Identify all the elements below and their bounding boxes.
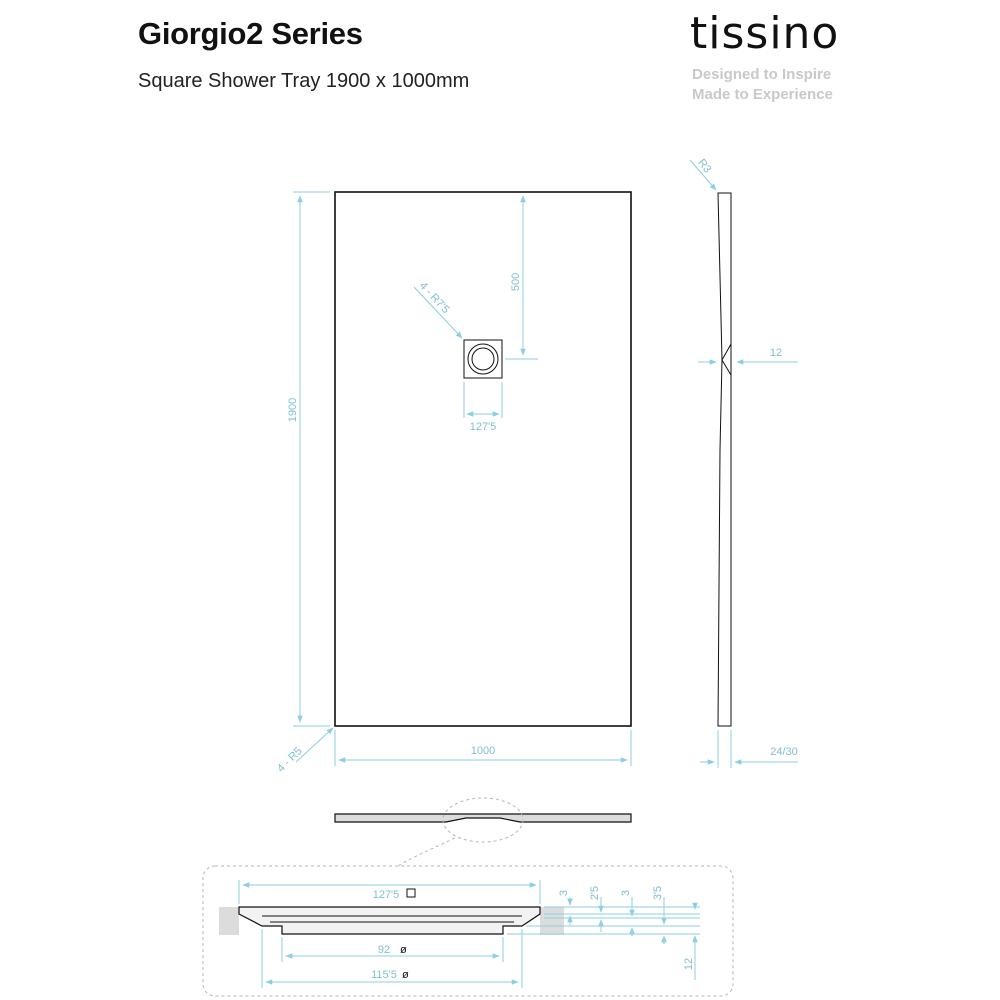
diameter-symbol-icon-2: ø	[402, 969, 409, 981]
detail-top-width-label: 127'5	[373, 889, 400, 901]
detail-bottom-diameter-label: 92	[378, 944, 390, 956]
detail-dim-2-5: 2'5	[589, 886, 601, 900]
edge-height-label: 24/30	[770, 746, 798, 758]
detail-dim-3b: 3	[620, 890, 632, 896]
detail-dim-3-5: 3'5	[652, 886, 664, 900]
length-label: 1900	[287, 398, 299, 422]
detail-mid-diameter-label: 115'5	[371, 969, 397, 981]
side-view: R3 12 24/30	[689, 157, 798, 768]
corner-radius-label: 4 - R5	[275, 745, 305, 775]
brand-logo: tissino	[690, 8, 839, 58]
tagline-inspire: Designed to Inspire	[692, 66, 832, 83]
drain-offset-label: 500	[510, 273, 522, 291]
brand-logo-text: tissino	[690, 8, 839, 58]
width-label: 1000	[471, 745, 495, 757]
detail-view: 127'5 92 ø 115'5 ø 3 2'5 3 3'5	[202, 865, 734, 997]
section-view	[334, 797, 632, 867]
square-symbol-icon	[406, 888, 416, 898]
tray-outline	[334, 191, 632, 727]
page-subtitle: Square Shower Tray 1900 x 1000mm	[138, 70, 470, 92]
drain-square	[463, 339, 503, 379]
drain-size-label: 127'5	[470, 421, 497, 433]
drain-depth-label: 12	[770, 347, 782, 359]
edge-radius-label: R3	[695, 157, 713, 175]
page-title: Giorgio2 Series	[138, 16, 363, 51]
drain-radius-label: 4 - R7'5	[417, 280, 452, 316]
detail-dim-12: 12	[683, 958, 695, 970]
tagline-experience: Made to Experience	[692, 86, 833, 103]
plan-view: 1900 500 4 - R7'5 127'5 1000 4 - R5	[275, 191, 632, 775]
diameter-symbol-icon: ø	[400, 944, 407, 956]
detail-dim-3a: 3	[558, 890, 570, 896]
